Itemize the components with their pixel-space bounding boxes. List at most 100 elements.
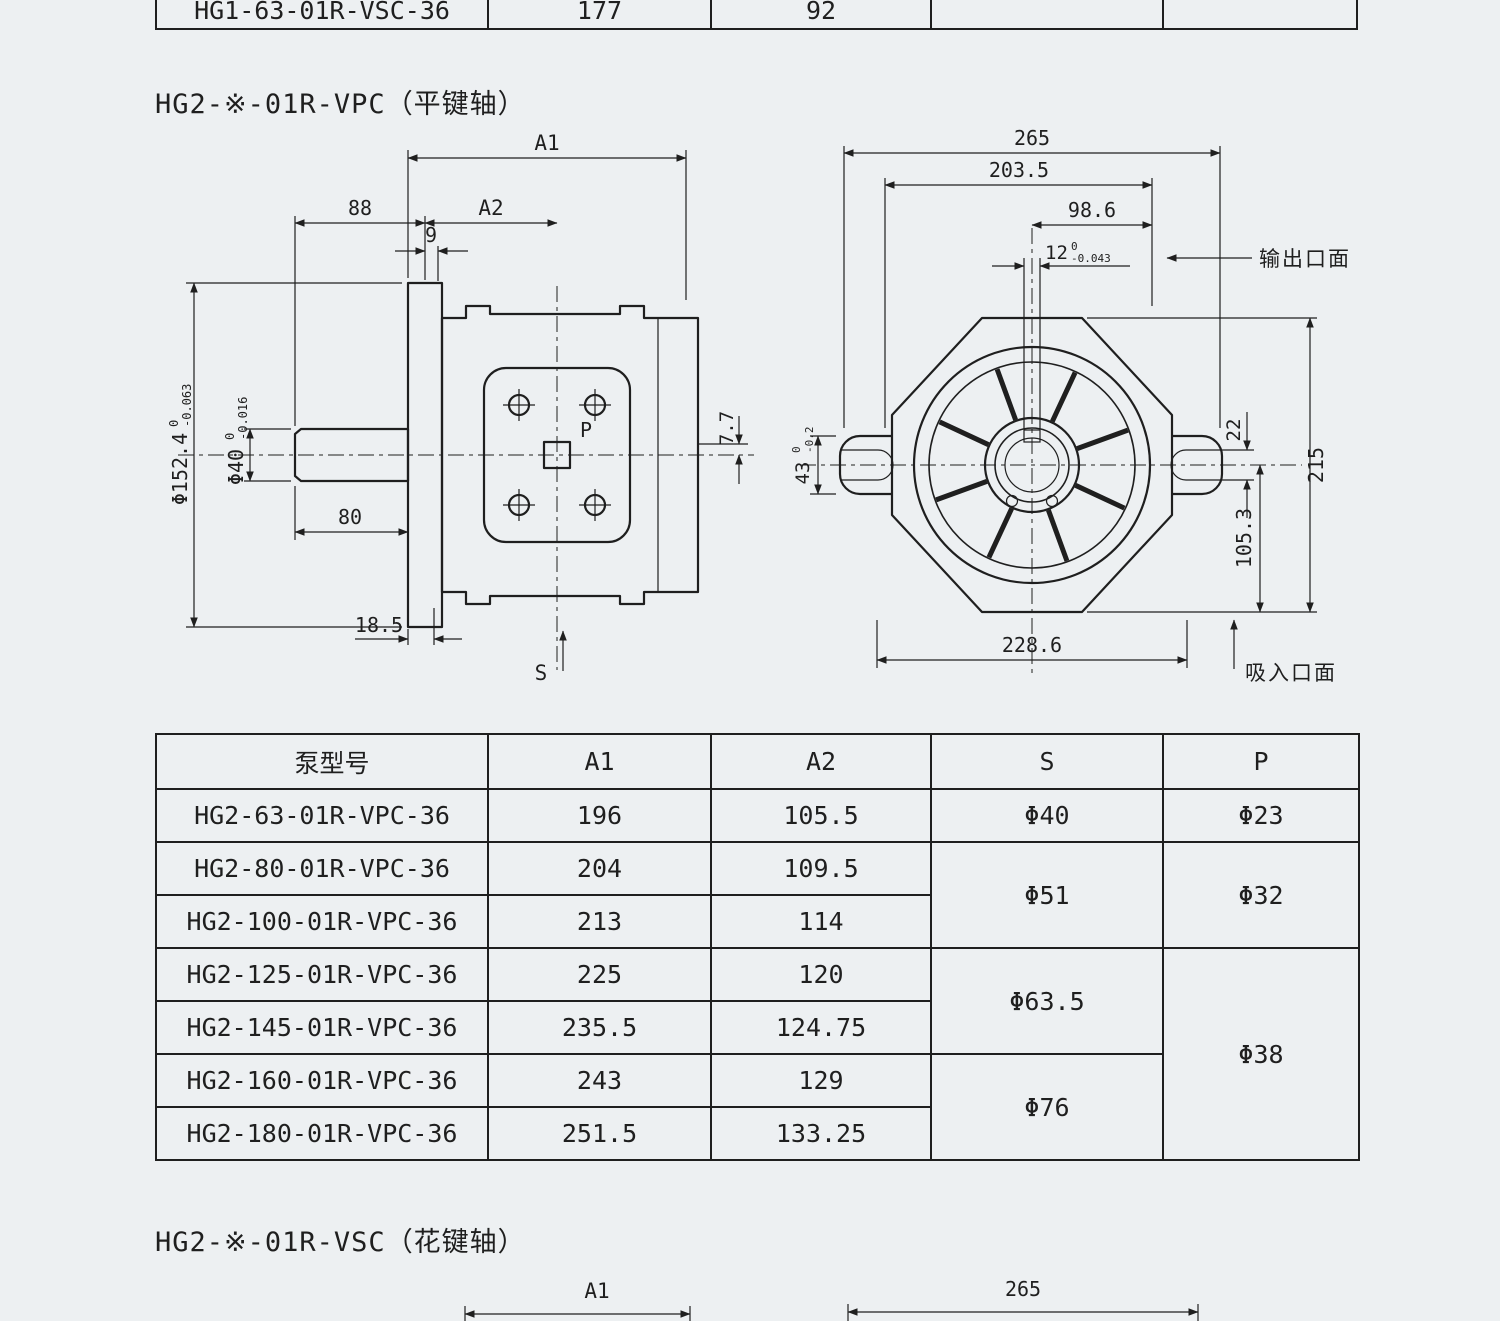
cell-a2: 105.5 [710,788,932,843]
next-drawing-partial: A1 265 [464,1277,1199,1321]
left-ear-slot [840,449,894,481]
cell-a2: 114 [710,894,932,949]
dim-a1: A1 [407,131,687,300]
dim-7-7: 7.7 [698,411,748,484]
dim-265: 265 [843,128,1221,428]
small-hole [1045,494,1059,508]
cell-model: HG2-160-01R-VPC-36 [155,1053,489,1108]
cell-p-merged: Φ32 [1162,841,1360,949]
dim-228-6: 228.6 [876,620,1188,668]
dim-265-label: 265 [1014,128,1050,150]
dim-18-5: 18.5 [355,608,462,645]
cell-model: HG2-180-01R-VPC-36 [155,1106,489,1161]
dim-shaft-dia: Φ40 0 -0.016 [223,397,291,485]
bottom-dim-a1-label: A1 [584,1279,609,1303]
shaft-bore [1004,437,1060,493]
dim-18-5-label: 18.5 [355,613,403,637]
cell-a1: 243 [487,1053,712,1108]
cell-s-merged: Φ63.5 [930,947,1164,1055]
port-p-square [542,440,572,470]
dim-key-width: 12 0 -0.043 [992,240,1130,429]
prev-row-s [932,0,1164,28]
cell-a1: 196 [487,788,712,843]
side-view-drawing: A1 88 A2 9 Φ152.4 0 -0.063 [167,131,754,685]
table-row: HG2-160-01R-VPC-36 243 129 Φ76 [155,1053,1359,1161]
inlet-face-callout: 吸入口面 [1230,619,1335,685]
cell-s: Φ40 [930,788,1164,843]
key-width-value: 12 [1045,242,1068,264]
dim-22-label: 22 [1223,419,1245,442]
shaft-dia-tol-upper: 0 [223,433,237,440]
cell-model: HG2-80-01R-VPC-36 [155,841,489,896]
housing [440,304,700,606]
previous-table-partial-row: HG1-63-01R-VSC-36 177 92 [155,0,1358,30]
flange-dia-tol-lower: -0.063 [180,384,194,427]
col-header-model: 泵型号 [155,733,489,790]
table-row: HG2-180-01R-VPC-36 251.5 133.25 [155,1106,1359,1161]
dim-43-value: 43 [792,462,814,485]
cell-a2: 129 [710,1053,932,1108]
section-title-vsc: HG2-※-01R-VSC（花键轴） [155,1227,526,1258]
col-header-p: P [1162,733,1360,790]
table-header-row: 泵型号 A1 A2 S P [155,733,1360,790]
dim-88-label: 88 [348,196,372,220]
dim-flange-dia: Φ152.4 0 -0.063 [167,282,402,628]
dim-105-3-label: 105.3 [1232,508,1256,568]
dim-a1-label: A1 [534,131,559,155]
prev-row-a2: 92 [712,0,932,28]
cell-a1: 213 [487,894,712,949]
prev-row-model: HG1-63-01R-VSC-36 [157,0,489,28]
flange-dia-tol-upper: 0 [167,420,181,427]
cell-a1: 251.5 [487,1106,712,1161]
dim-9: 9 [395,223,468,281]
cell-p: Φ23 [1162,788,1360,843]
dim-105-3: 105.3 [1232,464,1264,613]
pump-body-front [838,316,1224,614]
dim-80: 80 [294,486,409,540]
cell-p-merged: Φ38 [1162,947,1360,1161]
bottom-dim-265-label: 265 [1005,1277,1041,1301]
prev-row-a1: 177 [489,0,712,28]
cell-model: HG2-125-01R-VPC-36 [155,947,489,1002]
body-inner-circle [928,361,1136,569]
outlet-face-callout: 输出口面 [1166,247,1351,271]
spokes [935,368,1129,562]
cell-a2: 124.75 [710,1000,932,1055]
right-ear-slot [1170,449,1222,481]
flange-outline [890,316,1174,614]
dim-203-5: 203.5 [884,158,1153,428]
dim-80-label: 80 [338,505,362,529]
dim-215-label: 215 [1304,447,1328,483]
table-row: HG2-80-01R-VPC-36 204 109.5 Φ51 Φ32 [155,841,1360,949]
keyway [1023,429,1041,443]
cell-s-merged: Φ76 [930,1053,1164,1161]
body-outer-circle [912,345,1152,585]
dim-7-7-label: 7.7 [716,411,738,445]
dim-98-6: 98.6 [1031,198,1153,229]
port-pad [482,366,632,544]
table-row: HG2-125-01R-VPC-36 225 120 Φ63.5 Φ38 [155,947,1360,1161]
section-title-vpc: HG2-※-01R-VPC（平键轴） [155,89,526,120]
cell-a2: 133.25 [710,1106,932,1161]
right-mounting-ear [1172,434,1224,496]
table-row: HG2-145-01R-VPC-36 235.5 124.75 [155,1000,1359,1055]
hub-circle [983,416,1081,514]
col-header-a1: A1 [487,733,712,790]
cell-a1: 204 [487,841,712,896]
cell-a2: 120 [710,947,932,1002]
col-header-a2: A2 [710,733,932,790]
dim-9-label: 9 [425,223,437,247]
hub-circle-2 [994,427,1070,503]
dim-98-6-label: 98.6 [1068,198,1116,222]
dim-22: 22 [1222,412,1254,518]
cell-a1: 235.5 [487,1000,712,1055]
dim-228-6-label: 228.6 [1002,633,1062,657]
cell-model: HG2-145-01R-VPC-36 [155,1000,489,1055]
table-row: HG2-100-01R-VPC-36 213 114 [155,894,1359,949]
cell-a2: 109.5 [710,841,932,896]
col-header-s: S [930,733,1164,790]
table-row: HG2-63-01R-VPC-36 196 105.5 Φ40 Φ23 [155,788,1360,843]
cell-s-merged: Φ51 [930,841,1164,949]
port-p-label: P [580,418,592,442]
outlet-face-label: 输出口面 [1259,247,1351,271]
